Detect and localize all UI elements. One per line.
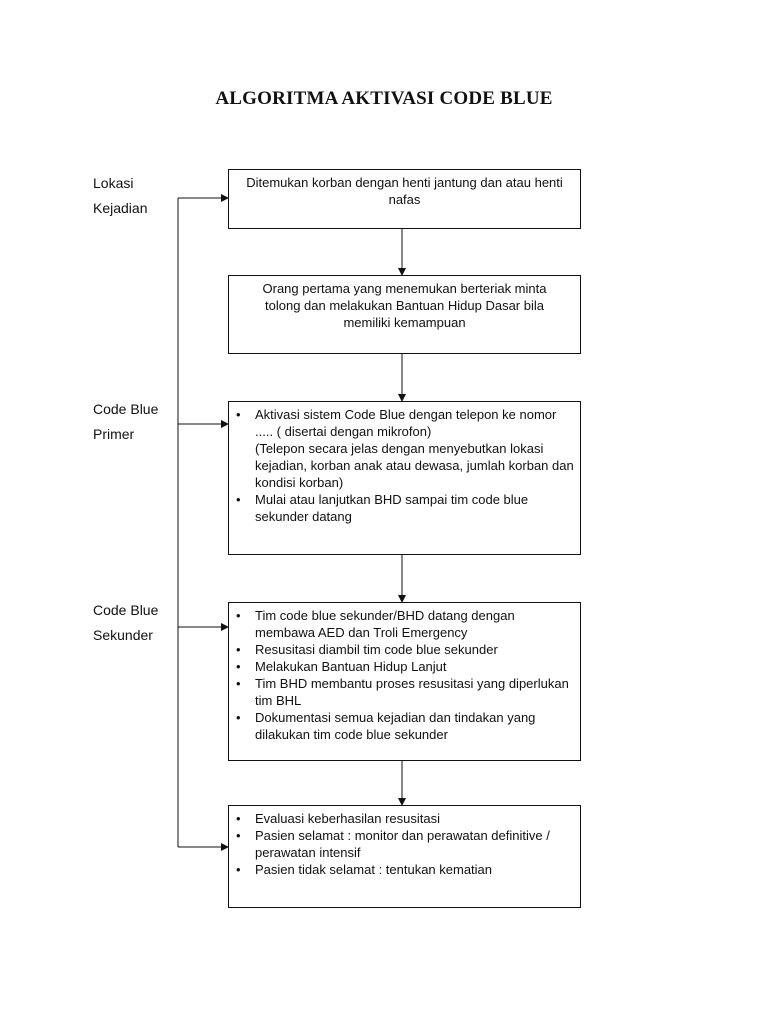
side-label-lokasi: Lokasi Kejadian <box>93 171 148 221</box>
list-item-text: Evaluasi keberhasilan resusitasi <box>255 811 440 826</box>
side-label-line: Sekunder <box>93 627 153 643</box>
list-item-text: Tim code blue sekunder/BHD datang dengan… <box>255 608 515 640</box>
list-item: Pasien tidak selamat : tentukan kematian <box>236 861 574 878</box>
flow-box-4: Tim code blue sekunder/BHD datang dengan… <box>228 602 581 761</box>
flow-box-text: Ditemukan korban dengan henti jantung da… <box>246 175 563 207</box>
side-label-line: Code Blue <box>93 602 159 618</box>
list-item-text: Tim BHD membantu proses resusitasi yang … <box>255 676 569 708</box>
list-item: Dokumentasi semua kejadian dan tindakan … <box>236 709 574 743</box>
flow-box-1: Ditemukan korban dengan henti jantung da… <box>228 169 581 229</box>
flow-box-5: Evaluasi keberhasilan resusitasi Pasien … <box>228 805 581 908</box>
list-item-text: Melakukan Bantuan Hidup Lanjut <box>255 659 447 674</box>
list-item-text: Aktivasi sistem Code Blue dengan telepon… <box>255 407 557 439</box>
side-label-line: Lokasi <box>93 175 134 191</box>
list-item: Aktivasi sistem Code Blue dengan telepon… <box>236 406 574 491</box>
flow-box-2: Orang pertama yang menemukan berteriak m… <box>228 275 581 354</box>
list-item: Tim BHD membantu proses resusitasi yang … <box>236 675 574 709</box>
list-item-text: Resusitasi diambil tim code blue sekunde… <box>255 642 498 657</box>
side-label-code-blue-sekunder: Code Blue Sekunder <box>93 598 158 648</box>
bullet-list: Aktivasi sistem Code Blue dengan telepon… <box>229 402 580 525</box>
side-label-code-blue-primer: Code Blue Primer <box>93 397 158 447</box>
flow-box-3: Aktivasi sistem Code Blue dengan telepon… <box>228 401 581 555</box>
list-item: Tim code blue sekunder/BHD datang dengan… <box>236 607 574 641</box>
side-label-line: Primer <box>93 426 135 442</box>
list-item-note: (Telepon secara jelas dengan menyebutkan… <box>255 441 574 490</box>
list-item-text: Pasien selamat : monitor dan perawatan d… <box>255 828 550 860</box>
list-item: Resusitasi diambil tim code blue sekunde… <box>236 641 574 658</box>
bullet-list: Evaluasi keberhasilan resusitasi Pasien … <box>229 806 580 878</box>
bullet-list: Tim code blue sekunder/BHD datang dengan… <box>229 603 580 743</box>
list-item: Pasien selamat : monitor dan perawatan d… <box>236 827 574 861</box>
side-label-line: Kejadian <box>93 200 148 216</box>
list-item-text: Mulai atau lanjutkan BHD sampai tim code… <box>255 492 529 524</box>
list-item: Mulai atau lanjutkan BHD sampai tim code… <box>236 491 574 525</box>
side-label-line: Code Blue <box>93 401 159 417</box>
page-title: ALGORITMA AKTIVASI CODE BLUE <box>215 88 553 109</box>
list-item-text: Dokumentasi semua kejadian dan tindakan … <box>255 710 536 742</box>
list-item: Melakukan Bantuan Hidup Lanjut <box>236 658 574 675</box>
list-item-text: Pasien tidak selamat : tentukan kematian <box>255 862 493 877</box>
flow-box-text: Orang pertama yang menemukan berteriak m… <box>262 281 547 330</box>
list-item: Evaluasi keberhasilan resusitasi <box>236 810 574 827</box>
